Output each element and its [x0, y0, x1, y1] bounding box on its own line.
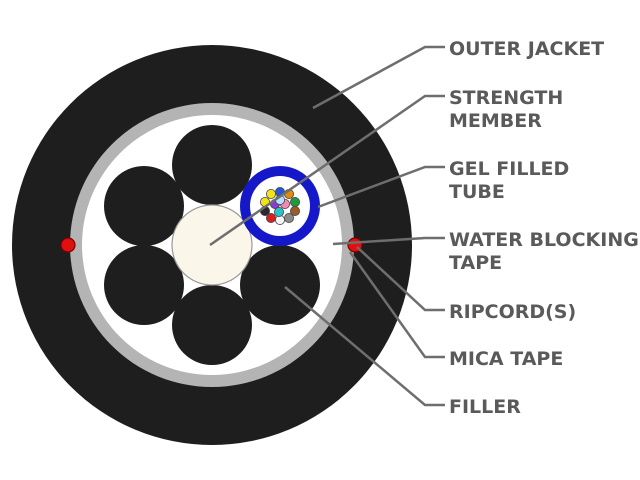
- leader-filler: [284, 286, 445, 407]
- label-gel-filled-tube: GEL FILLED TUBE: [449, 158, 576, 203]
- gel-filled-tube-interior: [250, 176, 310, 236]
- fiber: [265, 188, 276, 199]
- leader-lines: [209, 45, 445, 407]
- label-water-blocking-tape: WATER BLOCKING TAPE: [449, 229, 640, 274]
- label-ripcords: RIPCORD(S): [449, 301, 576, 323]
- filler-bottom: [172, 285, 252, 365]
- fiber: [289, 205, 300, 216]
- label-strength-member: STRENGTH MEMBER: [449, 87, 570, 132]
- ripcord-left: [60, 237, 76, 253]
- optical-fibers: [259, 186, 300, 225]
- fiber: [265, 212, 276, 223]
- fiber: [289, 196, 300, 207]
- filler-lower-left: [104, 245, 184, 325]
- label-filler: FILLER: [449, 396, 521, 418]
- label-outer-jacket: OUTER JACKET: [449, 38, 604, 60]
- leader-strength-member: [209, 94, 445, 247]
- fiber: [283, 212, 294, 223]
- filler-lower-right: [240, 245, 320, 325]
- fiber: [273, 206, 284, 217]
- filler-upper-left: [104, 166, 184, 246]
- leader-water-blocking-tape: [332, 236, 445, 246]
- leader-ripcords: [356, 246, 445, 312]
- leader-mica-tape: [348, 251, 445, 359]
- label-mica-tape: MICA TAPE: [449, 348, 563, 370]
- filler-top: [172, 125, 252, 205]
- leader-outer-jacket: [312, 45, 445, 110]
- leader-gel-filled-tube: [317, 165, 445, 209]
